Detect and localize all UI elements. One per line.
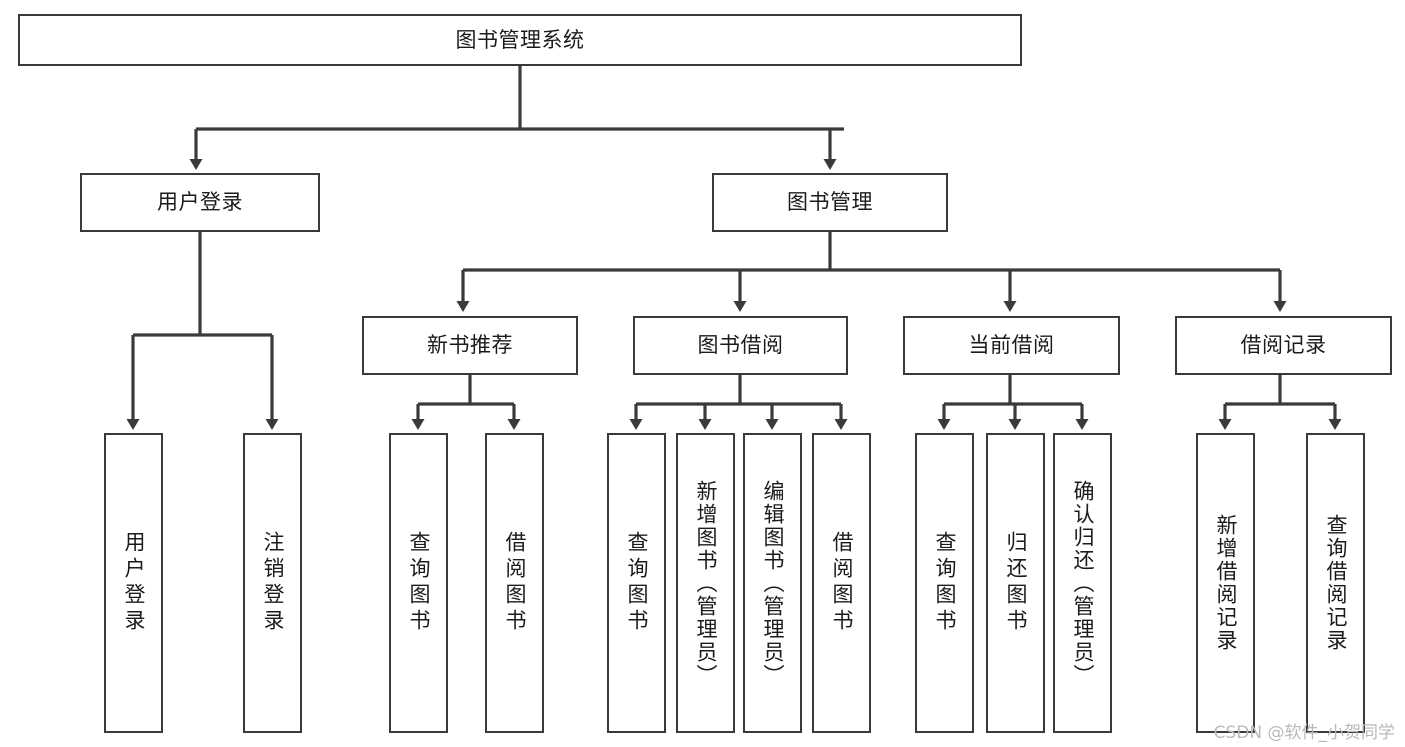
leaf-inner: 新增图书（管理员） [694, 435, 718, 731]
leaf-label: 查询借阅记录 [1324, 514, 1348, 652]
leaf-query-borrow-record[interactable]: 查询借阅记录 [1306, 433, 1365, 733]
node-label: 图书管理系统 [455, 27, 585, 52]
leaf-edit-book[interactable]: 编辑图书（管理员） [743, 433, 802, 733]
leaf-inner: 借阅图书 [830, 435, 854, 731]
leaf-label: 用户登录 [122, 531, 146, 635]
node-book-borrow[interactable]: 图书借阅 [633, 316, 848, 375]
node-book-management-system[interactable]: 图书管理系统 [18, 14, 1022, 66]
leaf-label: 编辑图书（管理员） [761, 479, 785, 687]
leaf-query-book-borrow[interactable]: 查询图书 [607, 433, 666, 733]
leaf-label: 注销登录 [261, 531, 285, 635]
leaf-label: 新增图书（管理员） [694, 479, 718, 687]
leaf-logout-login[interactable]: 注销登录 [243, 433, 302, 733]
leaf-add-book[interactable]: 新增图书（管理员） [676, 433, 735, 733]
node-user-login[interactable]: 用户登录 [80, 173, 320, 232]
leaf-inner: 查询图书 [407, 435, 431, 731]
leaf-inner: 借阅图书 [503, 435, 527, 731]
node-borrow-record[interactable]: 借阅记录 [1175, 316, 1392, 375]
node-label: 新书推荐 [427, 333, 513, 358]
leaf-borrow-book-new-recommend[interactable]: 借阅图书 [485, 433, 544, 733]
leaf-query-book-new-recommend[interactable]: 查询图书 [389, 433, 448, 733]
leaf-inner: 归还图书 [1004, 435, 1028, 731]
leaf-label: 新增借阅记录 [1214, 514, 1238, 652]
leaf-query-book-current[interactable]: 查询图书 [915, 433, 974, 733]
node-current-borrow[interactable]: 当前借阅 [903, 316, 1120, 375]
node-label: 图书管理 [787, 190, 873, 215]
node-label: 借阅记录 [1240, 333, 1327, 358]
leaf-label: 查询图书 [625, 531, 649, 635]
leaf-label: 确认归还（管理员） [1071, 479, 1095, 687]
leaf-label: 查询图书 [407, 531, 431, 635]
node-label: 用户登录 [157, 190, 243, 215]
leaf-user-login[interactable]: 用户登录 [104, 433, 163, 733]
node-book-management[interactable]: 图书管理 [712, 173, 948, 232]
leaf-borrow-book[interactable]: 借阅图书 [812, 433, 871, 733]
node-label: 图书借阅 [697, 333, 784, 358]
leaf-label: 归还图书 [1004, 531, 1028, 635]
leaf-inner: 查询借阅记录 [1324, 435, 1348, 731]
leaf-inner: 注销登录 [261, 435, 285, 731]
leaf-label: 借阅图书 [830, 531, 854, 635]
leaf-inner: 确认归还（管理员） [1071, 435, 1095, 731]
leaf-label: 借阅图书 [503, 531, 527, 635]
leaf-inner: 查询图书 [933, 435, 957, 731]
node-label: 当前借阅 [968, 333, 1055, 358]
node-new-book-recommend[interactable]: 新书推荐 [362, 316, 578, 375]
leaf-return-book[interactable]: 归还图书 [986, 433, 1045, 733]
leaf-label: 查询图书 [933, 531, 957, 635]
leaf-confirm-return[interactable]: 确认归还（管理员） [1053, 433, 1112, 733]
leaf-inner: 新增借阅记录 [1214, 435, 1238, 731]
leaf-add-borrow-record[interactable]: 新增借阅记录 [1196, 433, 1255, 733]
leaf-inner: 编辑图书（管理员） [761, 435, 785, 731]
leaf-inner: 用户登录 [122, 435, 146, 731]
leaf-inner: 查询图书 [625, 435, 649, 731]
